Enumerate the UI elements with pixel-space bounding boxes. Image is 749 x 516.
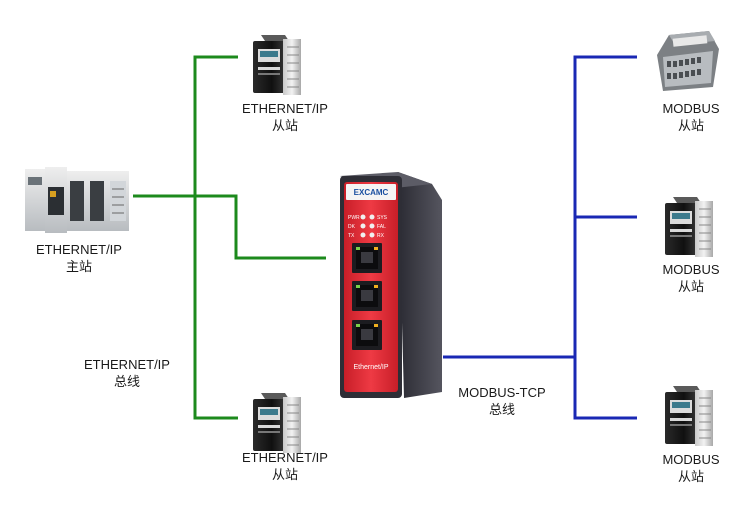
- ethernet-bus-label: ETHERNET/IP 总线: [62, 356, 192, 390]
- gateway-brand: EXCAMC: [354, 188, 389, 197]
- modbus-top-label: MODBUS 从站: [626, 100, 749, 134]
- slave-top-protocol: ETHERNET/IP: [242, 101, 328, 116]
- ethernet-bus-protocol: ETHERNET/IP: [84, 357, 170, 372]
- led-indicator: [360, 223, 366, 229]
- led-label: FAL: [377, 224, 386, 230]
- modbus-bus-lines: [443, 55, 637, 420]
- master-protocol: ETHERNET/IP: [36, 242, 122, 257]
- modbus-middle-protocol: MODBUS: [662, 262, 720, 277]
- gateway-model-label: Ethernet/IP: [353, 364, 388, 371]
- modbus-top-role: 从站: [677, 118, 704, 133]
- master-role: 主站: [65, 259, 92, 274]
- modbus-bottom-role: 从站: [677, 469, 704, 484]
- slave-bottom-label: ETHERNET/IP 从站: [220, 449, 350, 483]
- rj45-port: [352, 281, 382, 311]
- modbus-middle-role: 从站: [677, 279, 704, 294]
- led-label: RX: [377, 233, 385, 239]
- led-indicator: [369, 232, 375, 238]
- gateway-icon: EXCAMC PWR DK TX SYS FAL RX: [340, 172, 442, 398]
- rj45-port: [352, 320, 382, 350]
- drive-module-icon: [664, 385, 714, 447]
- gateway-leds: PWR DK TX SYS FAL RX: [348, 214, 388, 239]
- bus-trunk-modbus: [573, 55, 637, 420]
- plc-rack-icon: [25, 167, 129, 233]
- slave-top-label: ETHERNET/IP 从站: [220, 100, 350, 134]
- slave-bottom-protocol: ETHERNET/IP: [242, 450, 328, 465]
- led-indicator: [360, 232, 366, 238]
- drive-module-icon: [252, 392, 302, 454]
- led-label: DK: [348, 224, 356, 230]
- modbus-middle-label: MODBUS 从站: [626, 261, 749, 295]
- ethernet-bus-lines: [133, 55, 326, 420]
- led-indicator: [360, 214, 366, 220]
- modbus-bottom-protocol: MODBUS: [662, 452, 720, 467]
- bus-branch-top-slave: [193, 55, 238, 420]
- io-module-icon: [657, 31, 719, 91]
- modbus-bus-caption: 总线: [488, 402, 515, 417]
- led-label: TX: [348, 233, 355, 239]
- drive-module-icon: [664, 196, 714, 258]
- led-indicator: [369, 223, 375, 229]
- slave-top-role: 从站: [271, 118, 298, 133]
- drive-module-icon: [252, 34, 302, 96]
- modbus-top-protocol: MODBUS: [662, 101, 720, 116]
- ethernet-bus-caption: 总线: [113, 374, 140, 389]
- modbus-bus-protocol: MODBUS-TCP: [458, 385, 546, 400]
- modbus-bus-label: MODBUS-TCP 总线: [437, 384, 567, 418]
- master-label: ETHERNET/IP 主站: [14, 241, 144, 275]
- led-label: PWR: [348, 215, 360, 221]
- led-label: SYS: [377, 215, 388, 221]
- led-indicator: [369, 214, 375, 220]
- modbus-bottom-label: MODBUS 从站: [626, 451, 749, 485]
- slave-bottom-role: 从站: [271, 467, 298, 482]
- bus-branch-master: [133, 194, 326, 260]
- rj45-port: [352, 243, 382, 273]
